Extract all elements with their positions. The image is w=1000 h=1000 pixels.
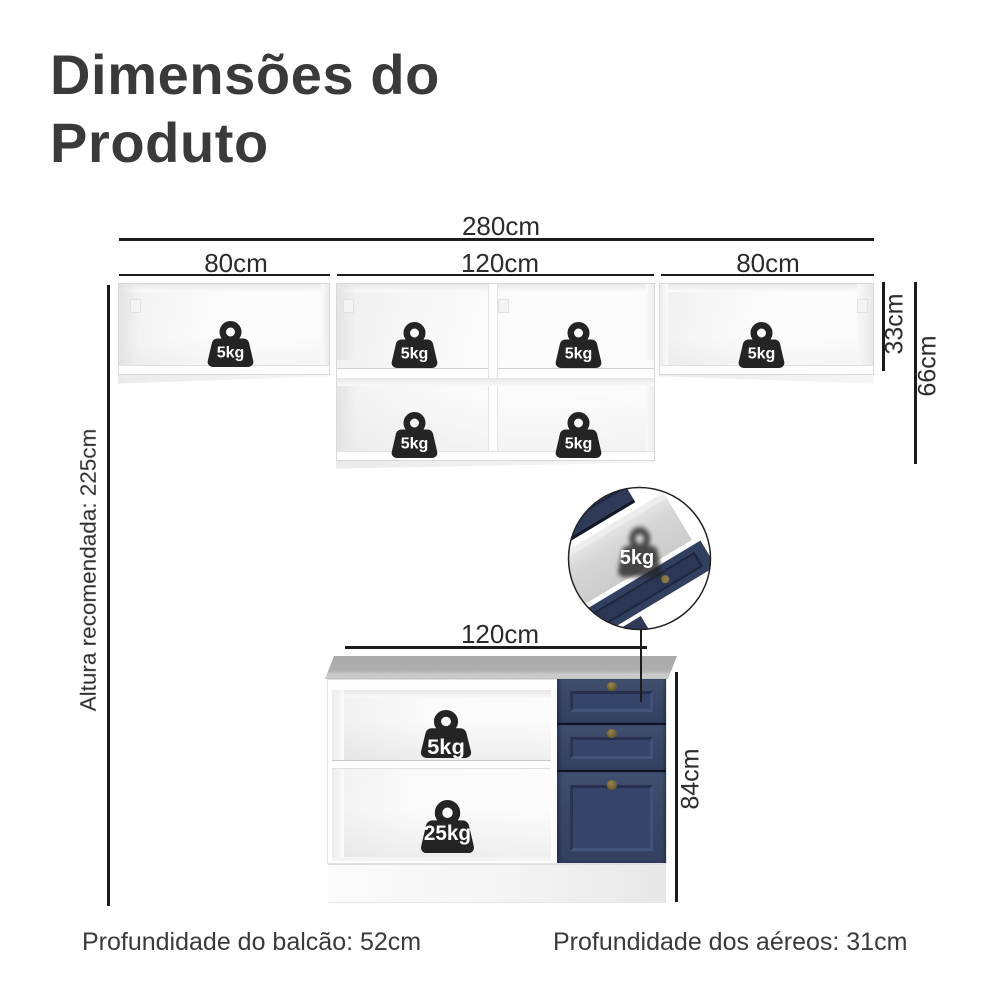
svg-text:5kg: 5kg [427, 735, 465, 757]
svg-text:5kg: 5kg [748, 345, 776, 362]
svg-text:5kg: 5kg [565, 345, 593, 362]
svg-text:5kg: 5kg [217, 345, 245, 362]
svg-text:25kg: 25kg [423, 822, 470, 845]
svg-text:5kg: 5kg [401, 436, 429, 453]
svg-text:5kg: 5kg [620, 547, 654, 569]
svg-text:5kg: 5kg [401, 345, 429, 362]
svg-text:5kg: 5kg [565, 436, 593, 453]
